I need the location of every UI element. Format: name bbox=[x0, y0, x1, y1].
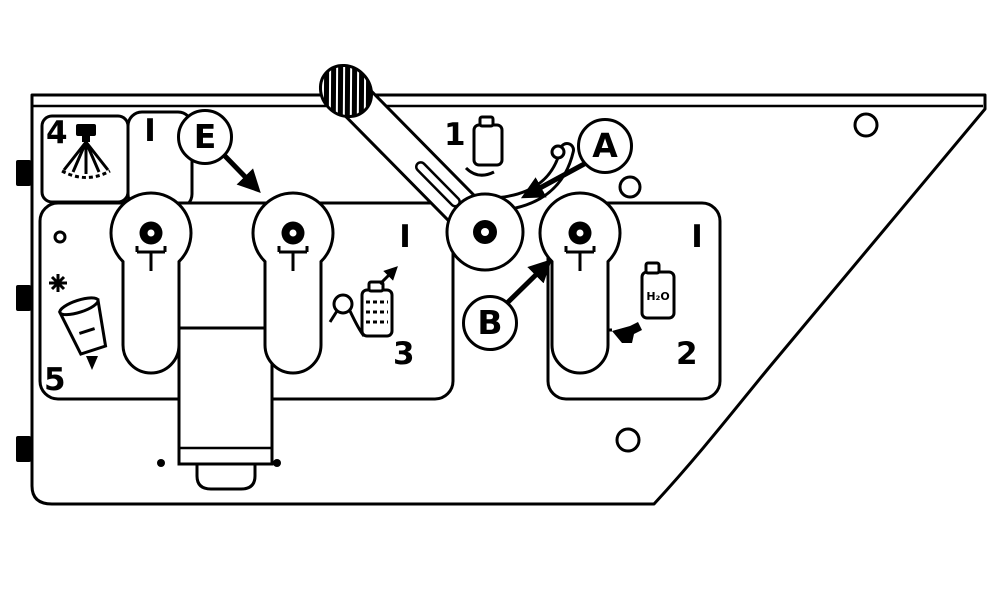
part-number-3: 3 bbox=[393, 336, 415, 372]
spray-nozzle-icon bbox=[61, 124, 111, 179]
guide-pivot-hole bbox=[550, 144, 566, 160]
part-number-5: 5 bbox=[44, 362, 66, 398]
h2o-label: H₂O bbox=[646, 290, 669, 303]
callout-B: B bbox=[462, 259, 552, 351]
part-number-1: 1 bbox=[444, 117, 466, 153]
callout-e-circle bbox=[177, 109, 233, 165]
callout-e-arrow bbox=[222, 153, 261, 193]
container-icon-1 bbox=[464, 115, 504, 177]
droplet bbox=[86, 356, 98, 370]
callout-b-circle bbox=[462, 295, 518, 351]
lever-3 bbox=[538, 191, 622, 375]
position-mark-left: I bbox=[399, 219, 411, 255]
bracket-foot bbox=[195, 462, 257, 491]
part-number-2: 2 bbox=[676, 336, 698, 372]
mount-tab bbox=[16, 285, 31, 311]
part-number-4: 4 bbox=[46, 115, 68, 151]
spray-gun-icon bbox=[612, 322, 642, 343]
callout-E: E bbox=[177, 109, 261, 193]
lever-1 bbox=[109, 191, 193, 375]
position-mark-right: I bbox=[691, 219, 703, 255]
callout-a-arrow bbox=[520, 160, 588, 199]
pivot-knob-center bbox=[481, 228, 489, 236]
mount-tab bbox=[16, 436, 31, 462]
main-lever-knob bbox=[318, 63, 373, 119]
mounting-bracket bbox=[157, 326, 281, 491]
bolt-holes bbox=[53, 112, 879, 453]
position-mark-top: I bbox=[144, 113, 156, 149]
callout-A: A bbox=[520, 118, 633, 199]
main-lever bbox=[318, 63, 525, 272]
pump-sprayer-icon bbox=[328, 266, 398, 338]
bolt-hole bbox=[615, 427, 641, 453]
callout-b-arrow bbox=[503, 259, 552, 307]
bolt-hole bbox=[853, 112, 879, 138]
rivet-dot bbox=[157, 459, 165, 467]
callout-a-label: A bbox=[592, 126, 618, 165]
bolt-hole bbox=[618, 175, 642, 199]
lever-2 bbox=[251, 191, 335, 375]
callout-e-label: E bbox=[194, 117, 217, 156]
callout-b-label: B bbox=[477, 303, 502, 342]
sprinkle-dump-icon bbox=[49, 274, 108, 370]
mount-tabs bbox=[16, 160, 31, 462]
callout-a-circle bbox=[577, 118, 633, 174]
mount-tab bbox=[16, 160, 31, 186]
bolt-hole bbox=[53, 230, 67, 244]
water-container-icon: H₂O bbox=[604, 261, 676, 343]
rivet-dot bbox=[273, 459, 281, 467]
